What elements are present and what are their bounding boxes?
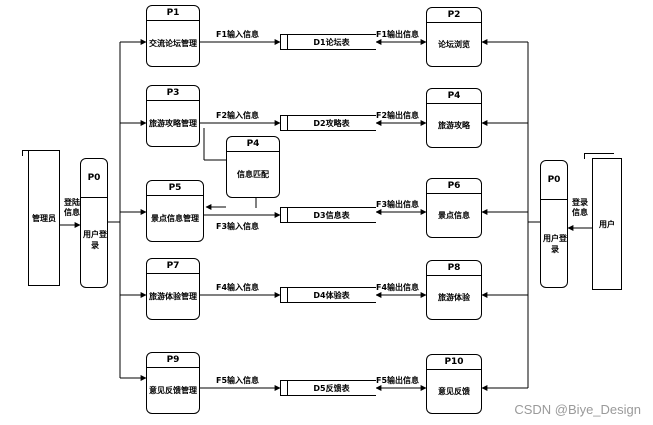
store-d5-divider — [287, 381, 288, 395]
store-d4-label: D4体验表 — [313, 290, 350, 300]
process-p0-right-id: P0 — [541, 161, 567, 200]
flow-f1-in-label: F1输入信息 — [216, 30, 260, 39]
entity-user: 用户 — [592, 158, 622, 290]
store-d2: D2攻略表 — [280, 115, 376, 131]
process-p3: P3 旅游攻略管理 — [146, 85, 200, 147]
store-d4: D4体验表 — [280, 287, 376, 303]
process-p1: P1 交流论坛管理 — [146, 5, 200, 67]
store-d3-divider — [287, 208, 288, 222]
process-p1-id: P1 — [147, 6, 199, 21]
entity-user-label: 用户 — [599, 219, 615, 229]
store-d5-label: D5反馈表 — [313, 383, 350, 393]
flow-f5-in-label: F5输入信息 — [216, 376, 260, 385]
process-p10-id: P10 — [427, 355, 481, 370]
process-p0-left-name: 用户登录 — [83, 230, 107, 250]
process-p7: P7 旅游体验管理 — [146, 258, 200, 320]
flow-f3-out-label: F3输出信息 — [376, 200, 420, 209]
process-p6-name: 景点信息 — [438, 210, 470, 220]
flow-f1-out-label: F1输出信息 — [376, 30, 420, 39]
process-p7-name: 旅游体验管理 — [149, 291, 197, 301]
process-p4-id: P4 — [427, 89, 481, 104]
entity-user-shadow-top — [584, 153, 614, 154]
process-p4-match: P4 信息匹配 — [226, 136, 280, 198]
store-d3: D3信息表 — [280, 207, 376, 223]
store-d2-label: D2攻略表 — [313, 118, 350, 128]
store-d1-label: D1论坛表 — [313, 37, 350, 47]
flow-login-left-label: 登陆信息 — [64, 198, 80, 217]
process-p7-id: P7 — [147, 259, 199, 274]
entity-user-shadow-left — [584, 153, 585, 159]
store-d1-divider — [287, 35, 288, 49]
process-p8-name: 旅游体验 — [438, 292, 470, 302]
process-p6-id: P6 — [427, 179, 481, 194]
process-p6: P6 景点信息 — [426, 178, 482, 238]
process-p10-name: 意见反馈 — [438, 386, 470, 396]
process-p1-name: 交流论坛管理 — [149, 38, 197, 48]
process-p4: P4 旅游攻略 — [426, 88, 482, 148]
entity-admin-shadow-left — [22, 150, 23, 156]
process-p0-right: P0 用户登录 — [540, 160, 568, 288]
process-p9-name: 意见反馈管理 — [149, 385, 197, 395]
flow-login-right-label: 登录信息 — [572, 198, 588, 217]
process-p0-left: P0 用户登录 — [80, 158, 108, 288]
process-p0-right-name: 用户登录 — [543, 234, 567, 254]
process-p5: P5 景点信息管理 — [146, 180, 204, 242]
process-p9: P9 意见反馈管理 — [146, 352, 200, 414]
store-d5: D5反馈表 — [280, 380, 376, 396]
store-d1: D1论坛表 — [280, 34, 376, 50]
process-p8: P8 旅游体验 — [426, 260, 482, 320]
flow-f3-in-label: F3输入信息 — [216, 222, 260, 231]
flow-f5-out-label: F5输出信息 — [376, 376, 420, 385]
entity-admin-label: 管理员 — [32, 213, 56, 223]
process-p8-id: P8 — [427, 261, 481, 276]
flow-f4-in-label: F4输入信息 — [216, 283, 260, 292]
process-p4-match-name: 信息匹配 — [237, 169, 269, 179]
process-p3-name: 旅游攻略管理 — [149, 118, 197, 128]
entity-admin-shadow-top — [22, 150, 52, 151]
process-p9-id: P9 — [147, 353, 199, 368]
store-d4-divider — [287, 288, 288, 302]
process-p10: P10 意见反馈 — [426, 354, 482, 414]
store-d2-divider — [287, 116, 288, 130]
flow-f4-out-label: F4输出信息 — [376, 283, 420, 292]
process-p4-match-id: P4 — [227, 137, 279, 152]
flow-f2-in-label: F2输入信息 — [216, 111, 260, 120]
entity-admin: 管理员 — [28, 150, 60, 286]
process-p4-name: 旅游攻略 — [438, 120, 470, 130]
process-p2: P2 论坛浏览 — [426, 7, 482, 67]
process-p2-id: P2 — [427, 8, 481, 23]
process-p3-id: P3 — [147, 86, 199, 101]
process-p0-left-id: P0 — [81, 159, 107, 198]
process-p2-name: 论坛浏览 — [438, 39, 470, 49]
process-p5-id: P5 — [147, 181, 203, 196]
watermark: CSDN @Biye_Design — [514, 402, 641, 417]
flow-f2-out-label: F2输出信息 — [376, 111, 420, 120]
store-d3-label: D3信息表 — [313, 210, 350, 220]
process-p5-name: 景点信息管理 — [151, 213, 199, 223]
